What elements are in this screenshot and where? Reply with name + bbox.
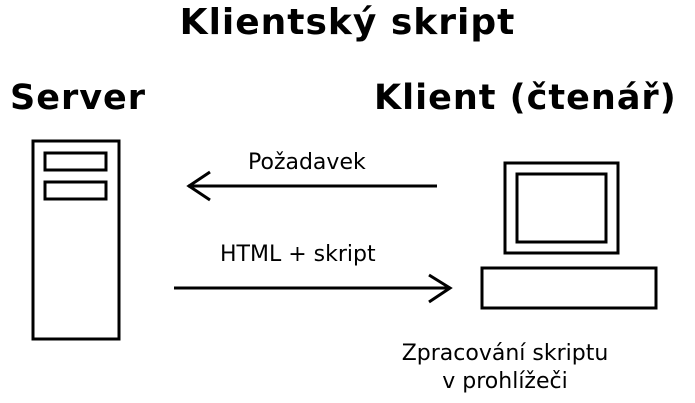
client-caption: Zpracování skriptu v prohlížeči	[355, 340, 655, 396]
caption-line-2: v prohlížeči	[442, 369, 568, 394]
response-label: HTML + skript	[220, 242, 376, 267]
diagram-title: Klientský skript	[179, 2, 516, 43]
client-heading: Klient (čtenář)	[374, 78, 677, 118]
response-arrow	[174, 273, 453, 304]
desktop-computer-icon	[480, 161, 658, 310]
request-arrow	[186, 170, 437, 202]
server-tower-icon	[31, 139, 121, 341]
server-heading: Server	[10, 78, 147, 118]
request-label: Požadavek	[248, 150, 366, 175]
caption-line-1: Zpracování skriptu	[401, 341, 609, 366]
